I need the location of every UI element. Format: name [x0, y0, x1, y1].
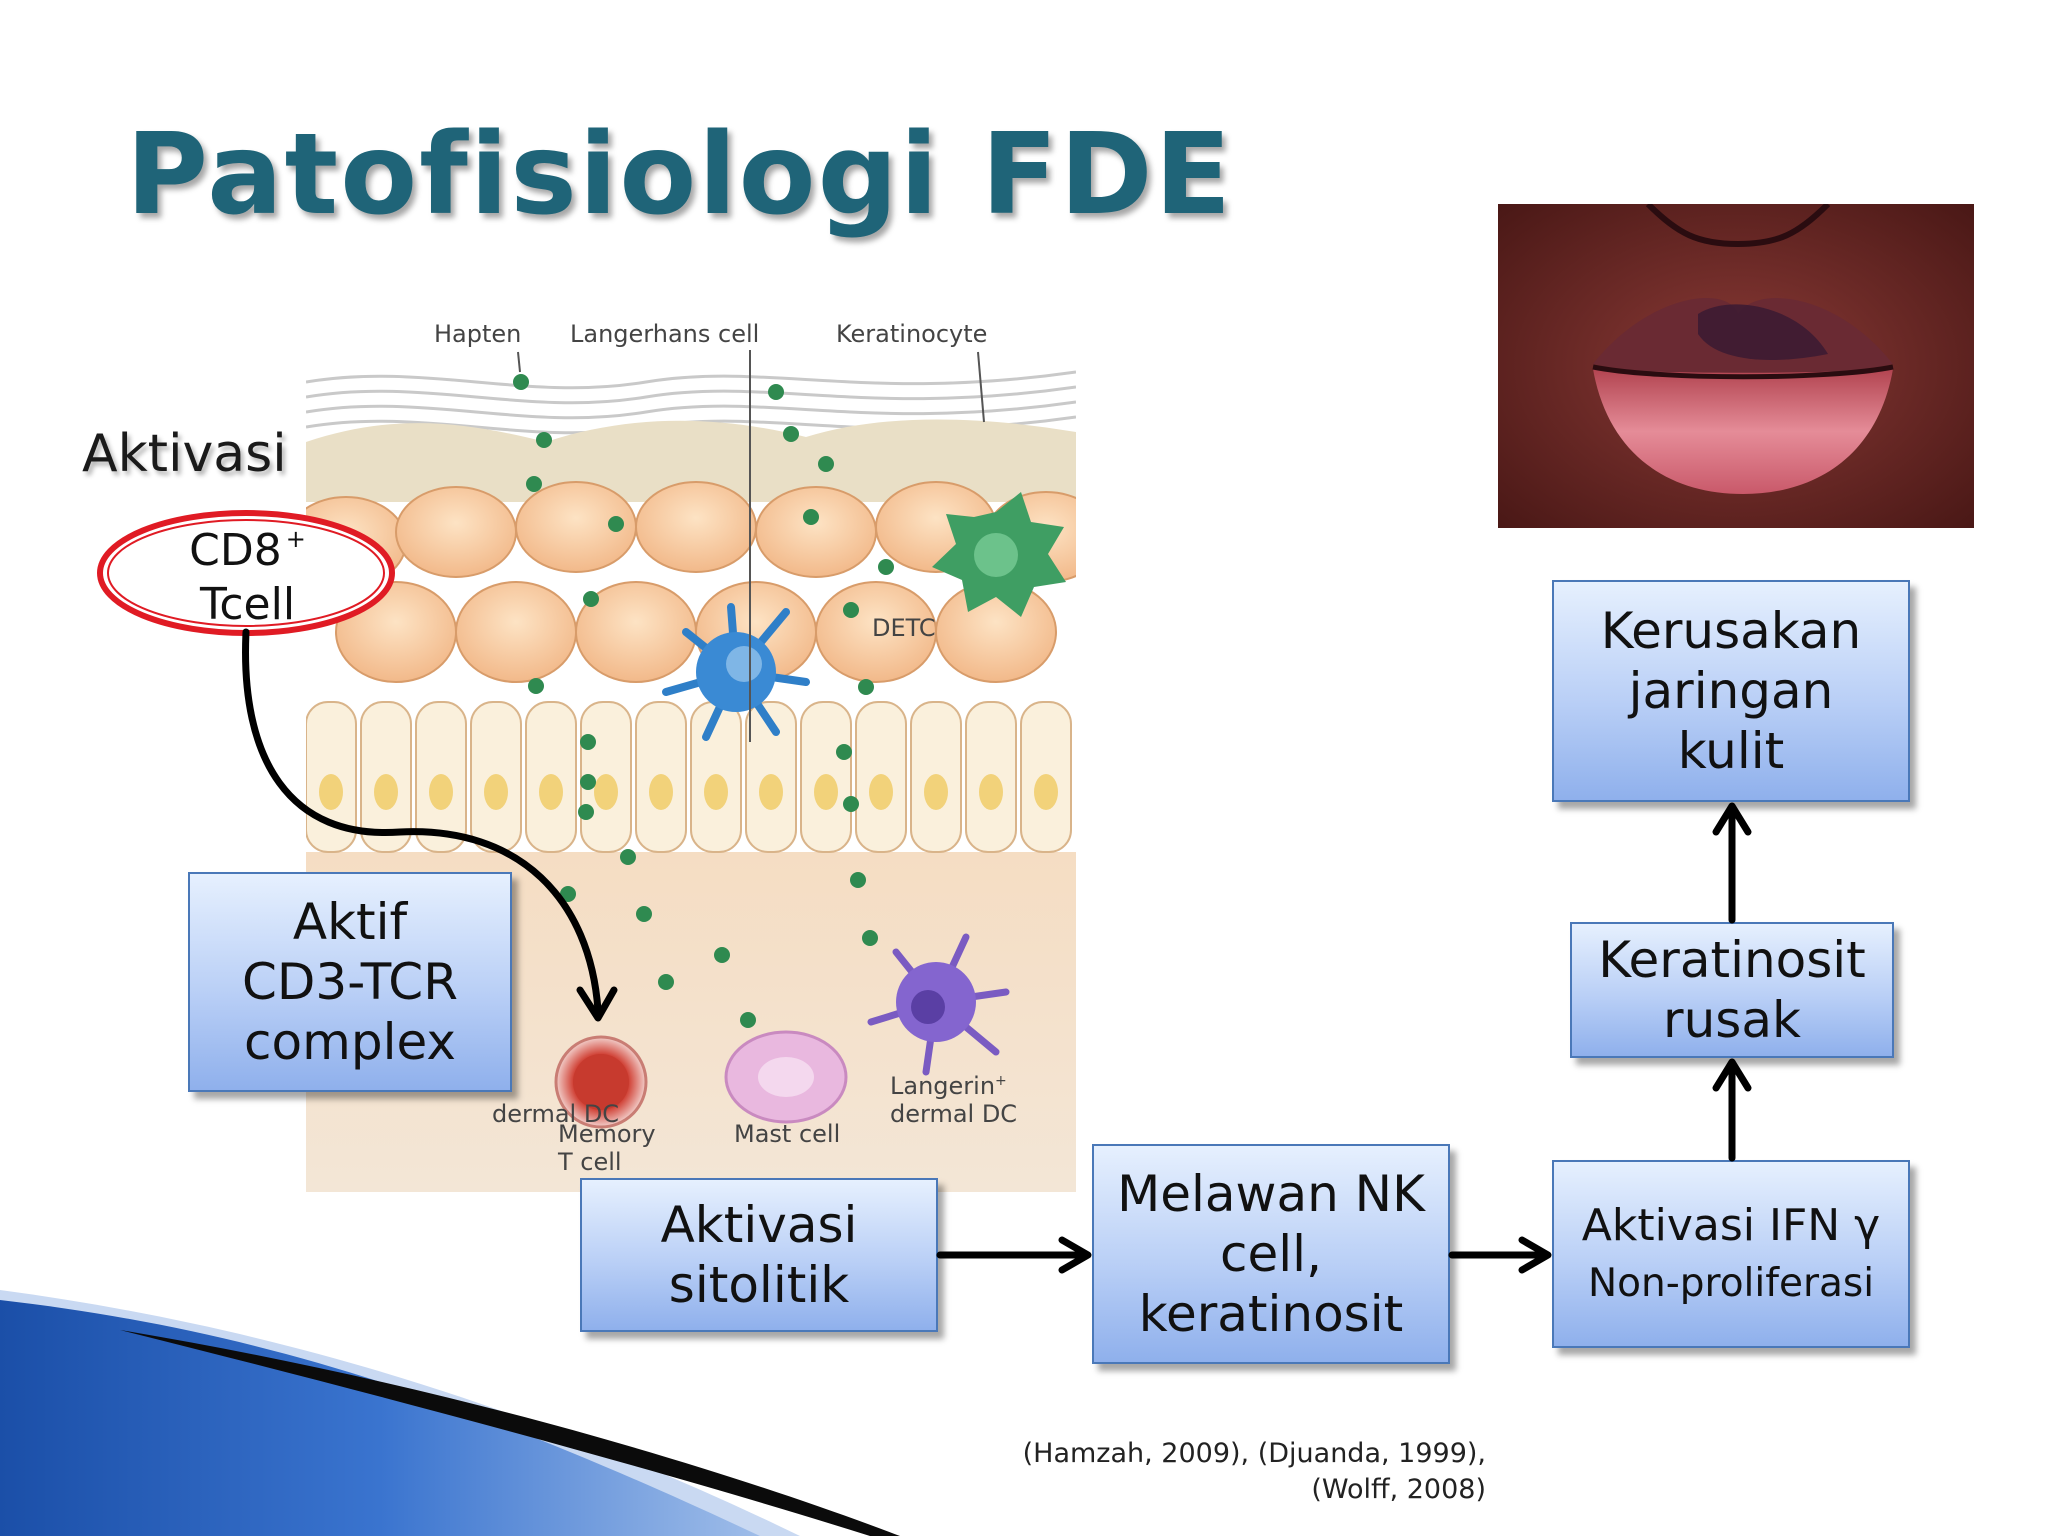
langerin-label-2: dermal DC: [890, 1100, 1018, 1128]
cd8-plus: +: [285, 525, 306, 553]
langerhans-label: Langerhans cell: [570, 320, 760, 348]
keratinocyte-label: Keratinocyte: [836, 320, 988, 348]
slide-title: Patofisiologi FDE: [126, 110, 1234, 240]
lips-photo: [1498, 204, 1974, 528]
citation-line-1: (Hamzah, 2009), (Djuanda, 1999),: [1022, 1438, 1486, 1469]
citation-line-2: (Wolff, 2008): [1311, 1474, 1486, 1505]
tcell-text: Tcell: [199, 579, 296, 630]
langerin-label-1: Langerin+: [890, 1072, 1007, 1100]
cd8-text: CD8: [189, 525, 282, 576]
langerhans-cell-shape: [662, 603, 810, 741]
aktivasi-label: Aktivasi: [82, 424, 287, 484]
detc-label: DETC: [872, 614, 936, 642]
dermal-dc-left-label: dermal DC: [492, 1100, 620, 1128]
mast-cell-label: Mast cell: [734, 1120, 841, 1148]
citation: (Hamzah, 2009), (Djuanda, 1999), (Wolff,…: [980, 1436, 1486, 1508]
cd8-tcell-label: CD8+ Tcell: [100, 512, 395, 632]
memory-label-2: T cell: [558, 1148, 622, 1176]
memory-label-1: Memory: [558, 1120, 656, 1148]
detc-cell-shape: [932, 492, 1066, 617]
langerin-dc-shape: [867, 933, 1010, 1076]
hapten-label: Hapten: [434, 320, 522, 348]
